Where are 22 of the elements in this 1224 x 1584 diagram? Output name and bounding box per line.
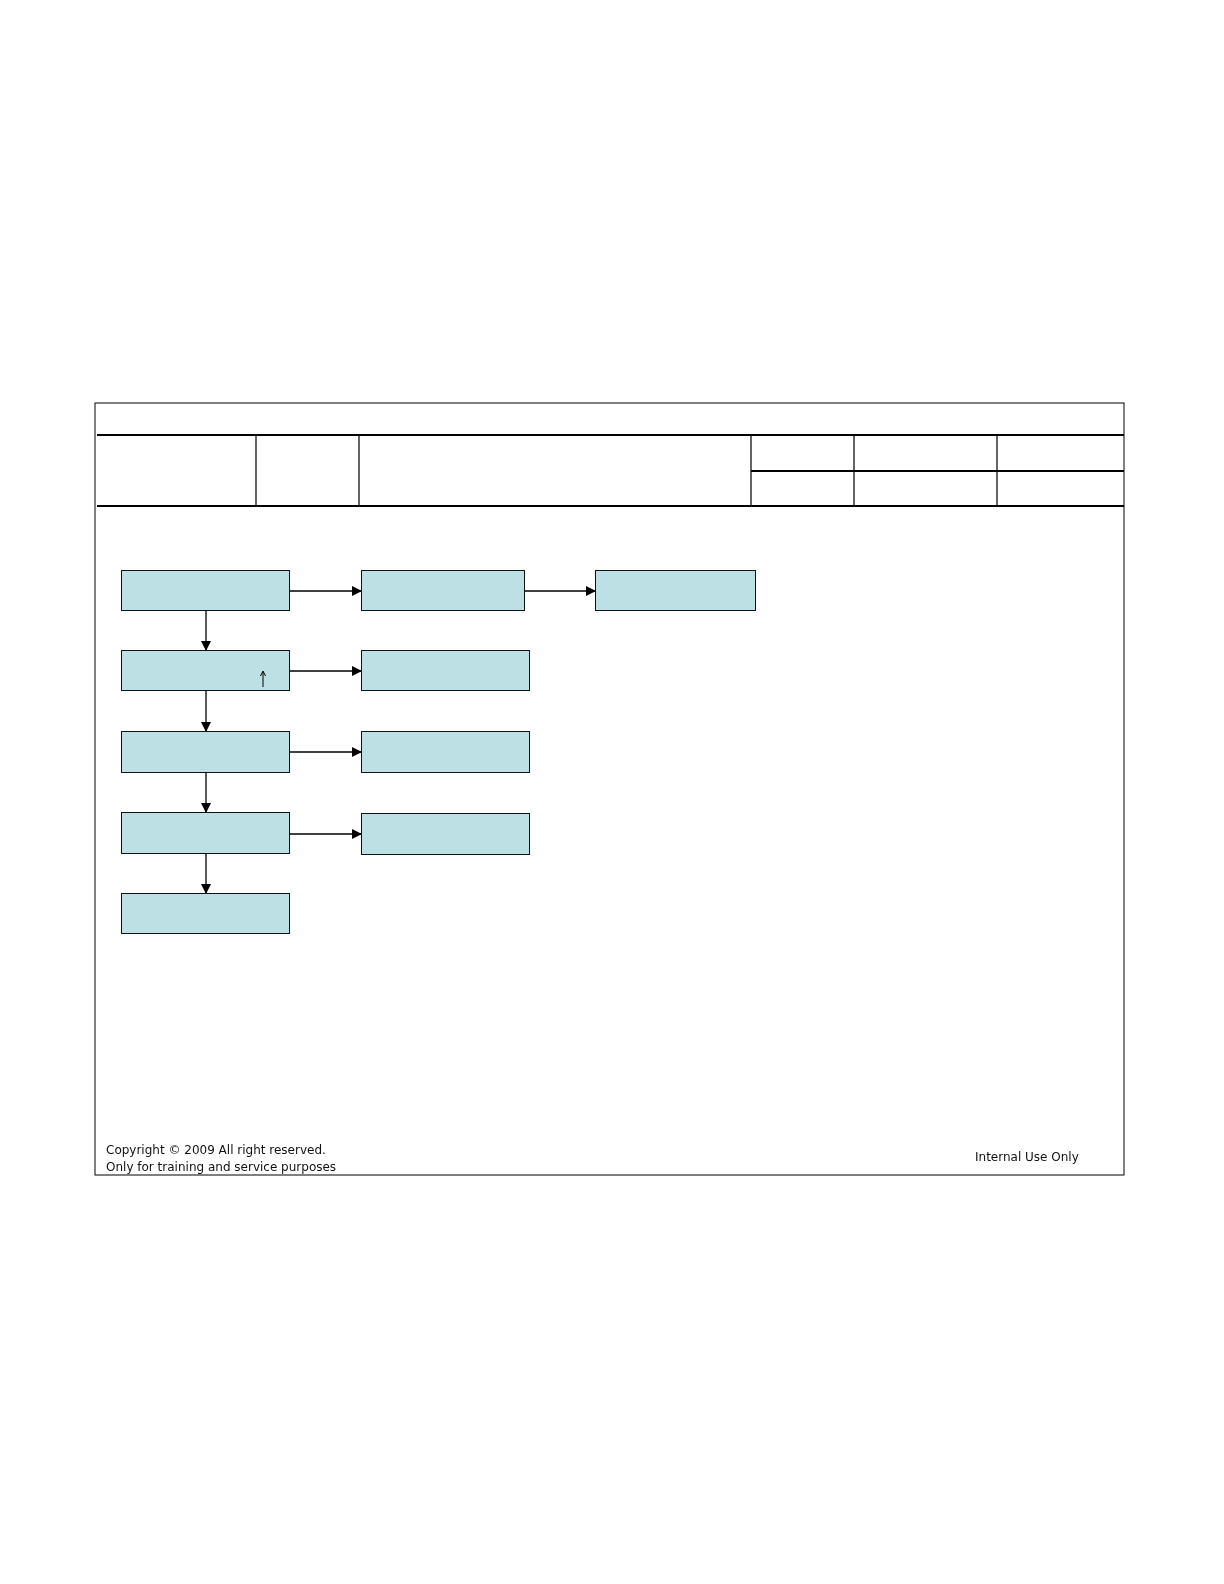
process-box xyxy=(595,570,756,611)
arrow xyxy=(289,747,362,757)
process-box xyxy=(121,893,290,934)
process-box xyxy=(361,813,530,855)
arrow xyxy=(289,829,362,839)
process-box xyxy=(121,812,290,854)
arrow xyxy=(289,666,362,676)
arrow xyxy=(201,610,211,651)
arrow xyxy=(524,586,596,596)
usage-note: Only for training and service purposes xyxy=(106,1160,337,1174)
arrow xyxy=(201,690,211,732)
arrow xyxy=(201,772,211,813)
arrow xyxy=(289,586,362,596)
copyright-notice: Copyright © 2009 All right reserved. xyxy=(106,1143,326,1157)
process-box xyxy=(361,731,530,773)
process-box xyxy=(121,570,290,611)
process-box xyxy=(361,570,525,611)
process-box xyxy=(121,731,290,773)
process-box xyxy=(361,650,530,691)
process-box xyxy=(121,650,290,691)
usage-note: Internal Use Only xyxy=(975,1150,1079,1164)
arrow xyxy=(201,853,211,894)
